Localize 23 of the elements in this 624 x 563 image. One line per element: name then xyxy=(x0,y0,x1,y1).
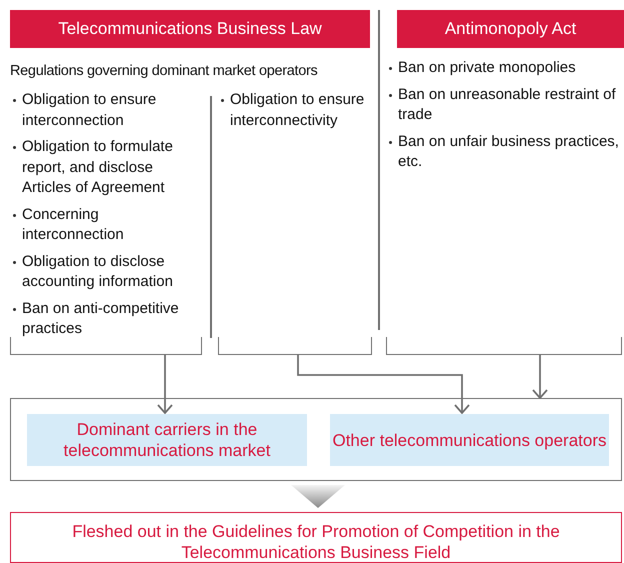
bracket xyxy=(10,337,202,355)
bullet-text: Obligation to ensure interconnectivity xyxy=(230,90,366,130)
bullet-text: Ban on private monopolies xyxy=(398,58,576,78)
bullet-text: Ban on unreasonable restraint of trade xyxy=(398,84,617,125)
bullet-text: Obligation to formulate report, and disclose Articles of Agreement xyxy=(22,137,174,198)
target-box: Other telecommunications operators xyxy=(330,414,609,466)
target-box: Dominant carriers in the telecommunications market xyxy=(27,414,307,466)
bracket xyxy=(218,337,372,355)
result-box: Fleshed out in the Guidelines for Promotion of Competition in the Telecommunications Business Field xyxy=(10,512,622,563)
bullet-text: Obligation to disclose accounting information xyxy=(22,252,174,292)
arrow xyxy=(157,354,173,414)
arrow xyxy=(297,354,470,414)
header-banner: Antimonopoly Act xyxy=(397,10,624,48)
bullet-text: Obligation to ensure interconnection xyxy=(22,90,158,130)
bullet-text: Concerning interconnection xyxy=(22,204,125,245)
section-heading: Regulations governing dominant market operators xyxy=(10,62,318,81)
bullet-text: Ban on unfair business practices, etc. xyxy=(398,132,620,172)
chevron-arrow xyxy=(291,485,345,508)
bullet-text: Ban on anti-competitive practices xyxy=(22,298,180,339)
group-frame xyxy=(10,398,622,481)
arrow xyxy=(532,354,548,399)
header-banner: Telecommunications Business Law xyxy=(10,10,370,48)
bracket xyxy=(386,337,622,355)
